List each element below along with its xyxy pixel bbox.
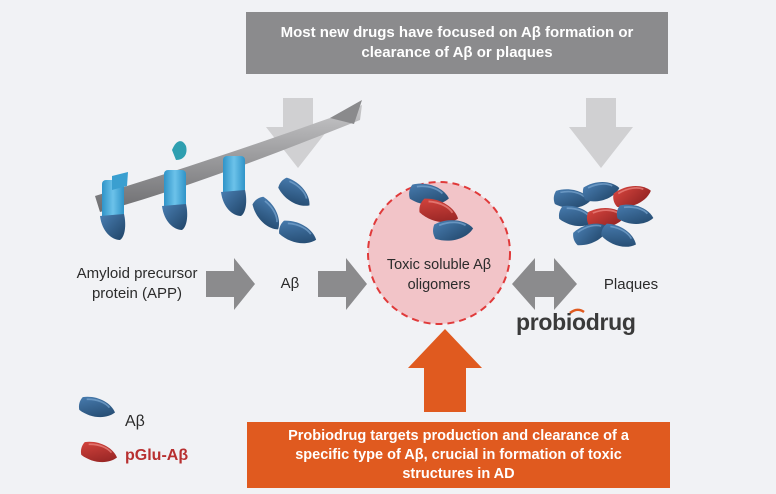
oligomer-circle: [367, 181, 511, 325]
bottom-banner: Probiodrug targets production and cleara…: [247, 422, 670, 488]
probiodrug-logo: probiodrug: [516, 309, 636, 335]
legend-abeta-icon: [76, 393, 119, 423]
app-label: Amyloid precursor protein (APP): [76, 265, 198, 302]
app-protein: [100, 141, 247, 240]
abeta-fragments: [248, 173, 321, 250]
top-banner: Most new drugs have focused on Aβ format…: [246, 12, 668, 74]
abeta-label: Aβ: [280, 275, 300, 292]
double-arrow-oligomer-plaques: [512, 258, 577, 310]
legend-pglu-icon: [78, 438, 121, 468]
plaques-cluster: [552, 177, 656, 254]
legend-label-pglu: pGlu-Aβ: [125, 447, 189, 464]
arrow-abeta-to-oligomer: [318, 258, 367, 310]
arrow-app-to-abeta: [206, 258, 255, 310]
logo-accent-icon: [569, 308, 585, 315]
down-arrow-right: [569, 98, 633, 168]
legend-label-abeta: Aβ: [125, 413, 145, 430]
orange-up-arrow: [408, 329, 482, 412]
bottom-banner-text: Probiodrug targets production and cleara…: [288, 427, 629, 482]
oligomer-label: Toxic soluble Aβ oligomers: [386, 257, 492, 293]
top-banner-text: Most new drugs have focused on Aβ format…: [280, 24, 634, 61]
plaques-label: Plaques: [603, 276, 659, 293]
